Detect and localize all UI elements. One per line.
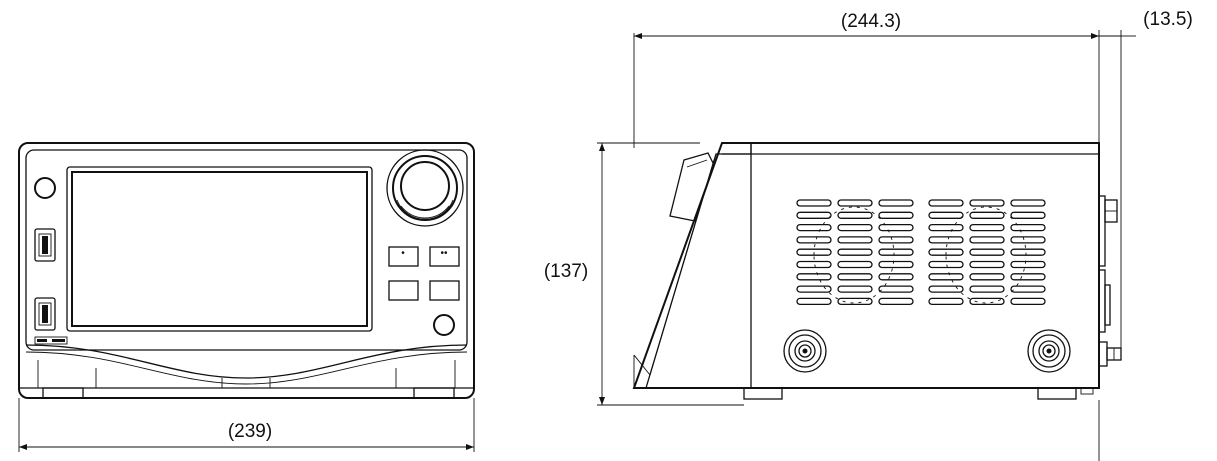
- vent-slot: [796, 285, 832, 293]
- function-button-1: [388, 246, 419, 267]
- rear-protrusion-label: (13.5): [1143, 9, 1193, 30]
- vent-slot: [969, 273, 1005, 281]
- vent-slot: [1010, 199, 1046, 207]
- vent-slot: [969, 236, 1005, 244]
- front-foot-right: [413, 387, 455, 399]
- vent-slot: [1010, 297, 1046, 306]
- display-screen: [71, 171, 368, 327]
- vent-slot: [928, 199, 964, 207]
- usb-port-upper: [34, 228, 56, 262]
- vent-slot: [928, 260, 964, 269]
- front-bezel-curve: [25, 344, 468, 379]
- vent-slot: [1010, 211, 1046, 219]
- vent-slot: [928, 285, 964, 293]
- vent-slot: [837, 297, 873, 306]
- vent-slot: [837, 199, 873, 207]
- vent-slot: [837, 260, 873, 269]
- side-foot-rear: [1037, 387, 1077, 400]
- function-buttons: • ••: [388, 246, 460, 301]
- vent-slot: [796, 223, 832, 232]
- function-button-4: [429, 280, 460, 301]
- side-front-bezel: [645, 142, 752, 389]
- vent-slot: [969, 248, 1005, 256]
- vent-slot: [969, 297, 1005, 306]
- side-height-label: (137): [544, 261, 588, 282]
- vent-slot: [878, 248, 914, 256]
- rotary-knob: [386, 149, 464, 227]
- power-button: [34, 177, 56, 199]
- vent-slot: [796, 297, 832, 306]
- function-button-2: [429, 246, 460, 267]
- front-foot-left: [42, 387, 84, 399]
- vent-slot: [837, 211, 873, 219]
- vent-slot: [837, 273, 873, 281]
- vent-slot: [878, 223, 914, 232]
- vent-slots-right: [928, 199, 1046, 306]
- vent-slot: [928, 273, 964, 281]
- function-button-3: [388, 280, 419, 301]
- vent-slot: [837, 236, 873, 244]
- side-foot-front: [743, 387, 783, 400]
- fan-outline: [945, 206, 1027, 304]
- vent-slot: [837, 248, 873, 256]
- vent-slot: [969, 285, 1005, 293]
- vent-slot: [837, 223, 873, 232]
- front-width-dimension: [18, 398, 475, 452]
- side-height-dimension: [597, 142, 744, 406]
- vent-slot: [928, 248, 964, 256]
- vent-slot: [969, 223, 1005, 232]
- vent-slot: [969, 199, 1005, 207]
- vent-slot: [969, 260, 1005, 269]
- vent-slot: [1010, 248, 1046, 256]
- vent-slot: [878, 285, 914, 293]
- side-knob-protrusion: [669, 152, 715, 222]
- side-fitting-rear: [1027, 329, 1071, 373]
- side-depth-label: (244.3): [841, 11, 901, 32]
- vent-slot: [1010, 273, 1046, 281]
- stop-button: [433, 314, 455, 336]
- front-housing-outer: [18, 142, 475, 399]
- side-view: (244.3) (13.5) (137): [544, 9, 1193, 461]
- vent-slot: [796, 236, 832, 244]
- vent-slot: [878, 199, 914, 207]
- front-bezel-curve-lower: [25, 351, 468, 385]
- side-depth-dimension: [633, 30, 1100, 148]
- vent-slot: [796, 211, 832, 219]
- vent-slot: [796, 260, 832, 269]
- vent-slot: [1010, 260, 1046, 269]
- fan-outline: [813, 206, 895, 304]
- usb-port-lower: [34, 297, 56, 331]
- vent-slot: [969, 211, 1005, 219]
- vent-slot: [878, 273, 914, 281]
- vent-slot: [1010, 236, 1046, 244]
- front-width-label: (239): [228, 421, 272, 442]
- vent-slot: [1010, 285, 1046, 293]
- function-button-1-label: •: [401, 248, 405, 259]
- front-label-plate: [34, 336, 68, 345]
- vent-slot: [878, 297, 914, 306]
- display-screen-frame: [66, 166, 373, 332]
- vent-slot: [928, 223, 964, 232]
- vent-slot: [928, 297, 964, 306]
- front-view: • •• (239): [18, 142, 475, 452]
- vent-slot: [1010, 223, 1046, 232]
- side-fitting-front: [783, 329, 827, 373]
- vent-slot: [878, 260, 914, 269]
- front-bezel-inner: [25, 149, 468, 351]
- function-button-2-label: ••: [440, 248, 448, 259]
- vent-slot: [837, 285, 873, 293]
- vent-slot: [928, 236, 964, 244]
- vent-slot: [878, 236, 914, 244]
- vent-slots-left: [796, 199, 914, 306]
- vent-slot: [796, 248, 832, 256]
- side-body-outline: [632, 142, 1100, 389]
- vent-slot: [928, 211, 964, 219]
- rear-connectors: [1098, 195, 1122, 367]
- vent-slot: [796, 273, 832, 281]
- rear-protrusion-dimension: [1098, 30, 1136, 461]
- vent-slot: [796, 199, 832, 207]
- vent-slot: [878, 211, 914, 219]
